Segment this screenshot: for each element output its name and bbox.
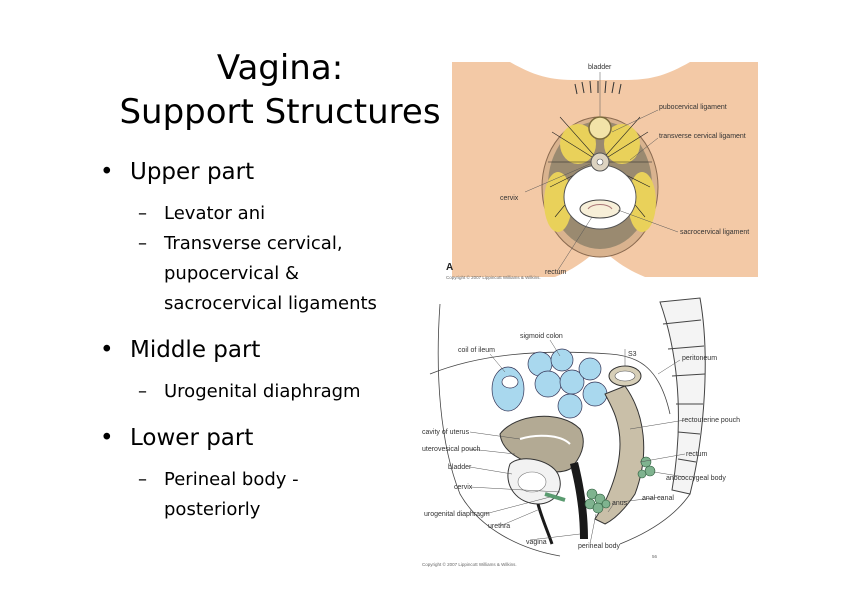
- label-cervix: cervix: [500, 195, 519, 202]
- sub-bullet-text: Levator ani: [164, 203, 266, 224]
- pubic-hair: [574, 80, 622, 95]
- title-line-2: Support Structures: [119, 92, 441, 132]
- label-transverse-cervical-ligament: transverse cervical ligament: [659, 133, 746, 140]
- label-uterovesical-pouch: uterovesical pouch: [422, 446, 480, 453]
- page-mark: 56: [652, 554, 658, 559]
- bowel-loops: [491, 348, 608, 419]
- label-urethra: urethra: [488, 523, 510, 530]
- vagina: [570, 462, 588, 539]
- sub-bullet: –Transverse cervical,: [100, 229, 430, 259]
- bullet-list: Upper part –Levator ani –Transverse cerv…: [100, 155, 430, 525]
- urethra: [536, 503, 554, 545]
- label-sigmoid-colon: sigmoid colon: [520, 333, 563, 340]
- label-rectum: rectum: [686, 451, 708, 458]
- body-outline: [437, 303, 691, 557]
- sub-bullet-text: Perineal body -: [164, 469, 299, 490]
- leader-lines: [469, 339, 686, 545]
- label-anococcygeal-body: anococcygeal body: [666, 475, 726, 482]
- title-line-1: Vagina:: [216, 48, 344, 88]
- sacrum-coccyx: [659, 297, 706, 495]
- bullet-middle-part: Middle part: [100, 333, 430, 367]
- rectal-opening: [563, 164, 637, 230]
- copyright-a: Copyright © 2007 Lippincott Williams & W…: [446, 274, 541, 280]
- sub-bullet-continuation: sacrocervical ligaments: [100, 289, 430, 319]
- bullet-upper-part: Upper part: [100, 155, 430, 189]
- sub-bullet-continuation: posteriorly: [100, 495, 430, 525]
- sub-bullet-text: posteriorly: [164, 499, 261, 520]
- bullet-lower-part: Lower part: [100, 421, 430, 455]
- label-s3: S3: [628, 351, 637, 358]
- fat-pads: [544, 124, 656, 232]
- sub-bullet-text: Transverse cervical,: [164, 233, 343, 254]
- label-peritoneum: peritoneum: [682, 355, 717, 362]
- label-bladder: bladder: [448, 464, 472, 471]
- label-anus: anus: [612, 500, 628, 507]
- peritoneum-line: [429, 351, 671, 415]
- rectum: [579, 199, 621, 219]
- sub-bullet: –Perineal body -: [100, 465, 430, 495]
- figure-a-pelvic-floor-illustration: bladder pubocervical ligament transverse…: [446, 62, 758, 280]
- label-pubocervical-ligament: pubocervical ligament: [659, 104, 727, 111]
- label-rectum: rectum: [545, 269, 567, 276]
- sub-bullet: –Levator ani: [100, 199, 430, 229]
- label-bladder: bladder: [588, 64, 612, 71]
- urogenital-diaphragm: [544, 492, 566, 502]
- label-vagina: vagina: [526, 539, 547, 546]
- label-anal-canal: anal canal: [642, 495, 674, 502]
- label-coil-of-ileum: coil of ileum: [458, 347, 495, 354]
- sub-bullet-text: pupocervical &: [164, 263, 299, 284]
- bladder: [588, 116, 612, 140]
- figure-letter-a: A: [446, 262, 453, 273]
- sub-bullet-continuation: pupocervical &: [100, 259, 430, 289]
- sub-bullet-text: sacrocervical ligaments: [164, 293, 377, 314]
- leader-lines: [524, 72, 679, 271]
- label-cavity-of-uterus: cavity of uterus: [422, 429, 470, 436]
- anococcygeal-body: [637, 456, 656, 479]
- label-rectouterine-pouch: rectouterine pouch: [682, 417, 740, 424]
- label-cervix: cervix: [454, 484, 473, 491]
- copyright-b: Copyright © 2007 Lippincott Williams & W…: [422, 561, 517, 567]
- slide-title: Vagina: Support Structures: [110, 46, 450, 134]
- label-perineal-body: perineal body: [578, 543, 621, 550]
- sub-bullet-text: Urogenital diaphragm: [164, 381, 361, 402]
- perineal-body: [584, 488, 611, 514]
- sub-bullet: –Urogenital diaphragm: [100, 377, 430, 407]
- rectum-wall: [594, 385, 645, 525]
- label-urogenital-diaphragm: urogenital diaphragm: [424, 511, 490, 518]
- figure-b-sagittal-section-illustration: sigmoid colon coil of ileum S3 peritoneu…: [422, 297, 740, 567]
- label-sacrocervical-ligament: sacrocervical ligament: [680, 229, 749, 236]
